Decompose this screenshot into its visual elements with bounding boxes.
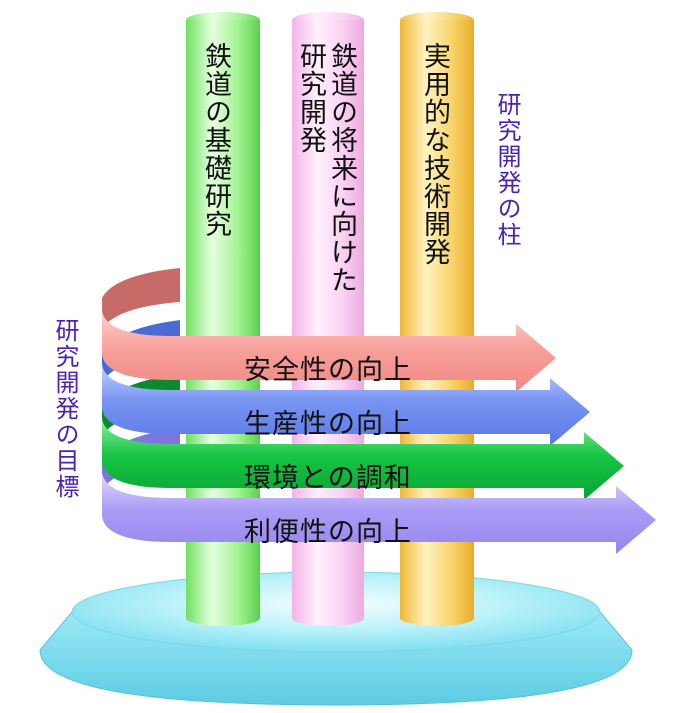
pillars-heading: 研究開発の柱 (493, 92, 521, 248)
goal-label-convenience: 利便性の向上 (244, 517, 412, 548)
pillar-label-basic-research: 鉄道の基礎研究 (200, 42, 231, 238)
goal-band-environment (102, 418, 624, 500)
goal-label-environment: 環境との調和 (244, 463, 412, 494)
pillar-label-practical-tech: 実用的な技術開発 (419, 42, 450, 266)
goal-band-convenience (102, 472, 656, 554)
goal-label-productivity: 生産性の向上 (244, 409, 412, 440)
goal-band-productivity (102, 364, 590, 446)
goal-band-safety (102, 310, 556, 392)
goals-heading: 研究開発の目標 (51, 318, 79, 500)
pillar-label-future-research: 鉄道の将来に向けた 研究開発 (295, 42, 357, 294)
goal-label-safety: 安全性の向上 (244, 355, 412, 386)
